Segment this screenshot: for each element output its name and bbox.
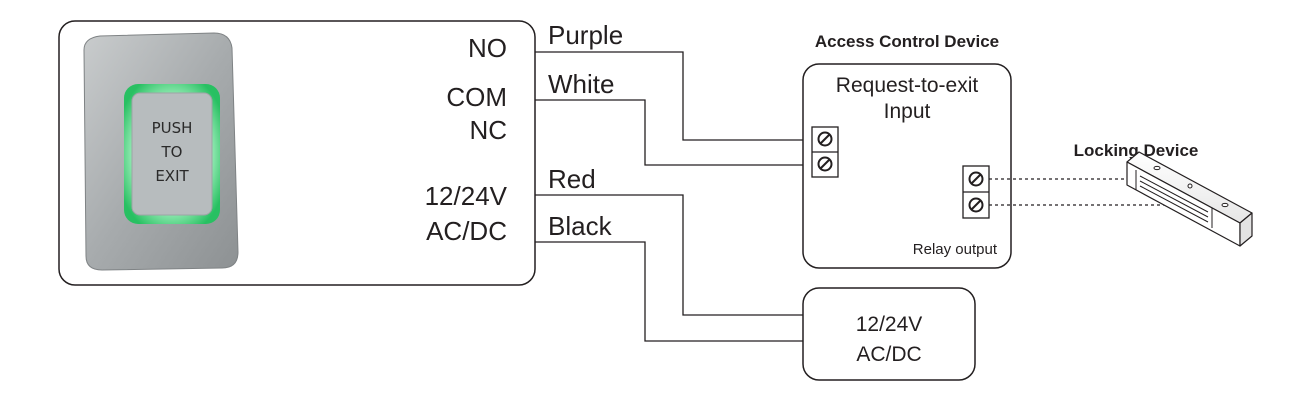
screw-icon: [968, 197, 984, 213]
magnetic-lock-icon: [1126, 151, 1253, 247]
relay-output-label: Relay output: [913, 241, 998, 258]
terminal-nc-label: NC: [469, 115, 507, 145]
terminal-com-label: COM: [446, 82, 507, 112]
exit-button-label-line1: PUSH: [152, 119, 193, 137]
access-control-title: Access Control Device: [815, 32, 999, 51]
exit-button-image: PUSH TO EXIT: [83, 32, 239, 271]
access-control-device-box: [802, 63, 1012, 269]
wire-purple-label: Purple: [548, 20, 623, 50]
power-supply-label-line1: 12/24V: [856, 313, 923, 336]
wire-black: [535, 241, 812, 342]
request-to-exit-label-line2: Input: [884, 100, 931, 123]
wire-red: [535, 194, 812, 316]
terminal-power-label-line1: 12/24V: [425, 181, 508, 211]
wire-black-label: Black: [548, 211, 613, 241]
wire-white-label: White: [548, 69, 614, 99]
wire-purple: [535, 51, 812, 141]
power-supply-box: [802, 287, 976, 381]
exit-button-label-line3: EXIT: [155, 167, 189, 185]
wire-red-label: Red: [548, 164, 596, 194]
terminal-power-label-line2: AC/DC: [426, 216, 507, 246]
screw-icon: [817, 156, 833, 172]
power-supply-label-line2: AC/DC: [856, 343, 921, 366]
locking-device-title: Locking Device: [1074, 141, 1199, 160]
screw-icon: [968, 171, 984, 187]
request-to-exit-label-line1: Request-to-exit: [836, 74, 979, 97]
terminal-no-label: NO: [468, 33, 507, 63]
input-terminal-block: [811, 126, 839, 178]
screw-icon: [817, 131, 833, 147]
exit-button-label-line2: TO: [161, 143, 183, 161]
relay-terminal-block: [962, 165, 990, 219]
wire-white: [535, 99, 812, 166]
